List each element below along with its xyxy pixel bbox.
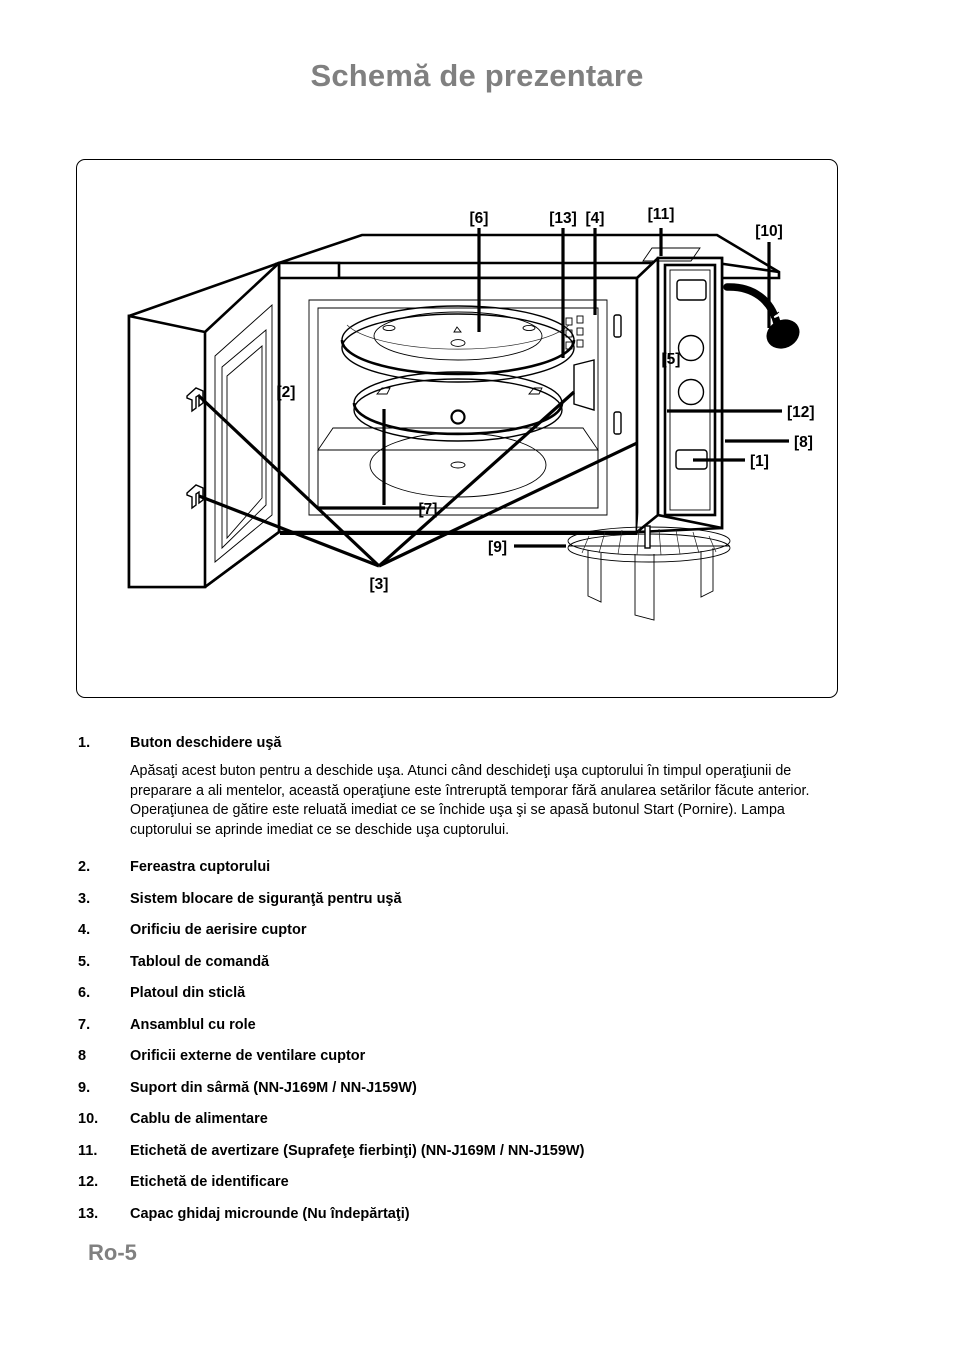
oven-front-face	[277, 261, 639, 534]
list-item: 6. Platoul din sticlă	[0, 983, 954, 1003]
list-item-label: Cablu de alimentare	[130, 1111, 268, 1127]
list-item-number: 9.	[78, 1079, 91, 1096]
callout-leader-lines	[197, 228, 789, 568]
list-item-label: Buton deschidere uşă	[130, 735, 282, 751]
power-cord	[723, 283, 800, 349]
list-item-label: Orificiu de aerisire cuptor	[130, 922, 307, 938]
cavity-vent-holes	[565, 315, 584, 350]
callout-10: [10]	[755, 223, 783, 240]
callout-labels: [6] [13] [4] [11] [10] [2] [5] [12] [8] …	[277, 206, 815, 593]
list-item: 13. Capac ghidaj microunde (Nu îndepărta…	[0, 1204, 954, 1224]
list-item: 1. Buton deschidere uşă Apăsaţi acest bu…	[0, 733, 954, 840]
list-item-number: 12.	[78, 1174, 99, 1190]
list-item-number: 1.	[78, 735, 91, 751]
list-item-number: 5.	[78, 953, 91, 970]
list-item-body: Apăsaţi acest buton pentru a deschide uş…	[130, 763, 810, 838]
list-item: 5. Tabloul de comandă	[0, 952, 954, 972]
list-item-label: Capac ghidaj microunde (Nu îndepărtaţi)	[130, 1205, 410, 1222]
callout-5: [5]	[662, 351, 681, 368]
callout-11: [11]	[648, 206, 675, 223]
callout-13: [13]	[549, 210, 577, 227]
callout-7: [7]	[419, 501, 438, 518]
glass-tray	[340, 305, 576, 383]
list-item: 7. Ansamblul cu role	[0, 1015, 954, 1035]
diagram-frame: .hl { fill:none; stroke:#000; stroke-wid…	[76, 159, 838, 698]
list-item-label: Orificii externe de ventilare cuptor	[130, 1048, 366, 1064]
door-safety-latch-hooks	[186, 387, 204, 510]
callout-2: [2]	[277, 384, 296, 401]
door-latch-slots	[613, 314, 622, 435]
list-item-label: Etichetă de identificare	[130, 1174, 289, 1190]
oven-door	[127, 261, 281, 589]
list-item-number: 6.	[78, 985, 91, 1001]
list-item-label: Sistem blocare de siguranţă pentru uşă	[130, 890, 402, 907]
list-item: 10. Cablu de alimentare	[0, 1109, 954, 1129]
callout-1: [1]	[750, 453, 769, 470]
callout-6: [6]	[470, 210, 489, 227]
page-title: Schemă de prezentare	[310, 58, 644, 93]
callout-12: [12]	[787, 404, 815, 421]
list-item-number: 13.	[78, 1205, 99, 1222]
list-item-number: 3.	[78, 890, 91, 907]
control-panel	[635, 256, 724, 534]
list-item-label: Platoul din sticlă	[130, 985, 246, 1001]
list-item: 3. Sistem blocare de siguranţă pentru uş…	[0, 889, 954, 909]
list-item-number: 4.	[78, 922, 91, 938]
list-item: 12. Etichetă de identificare	[0, 1172, 954, 1192]
list-item: 4. Orificiu de aerisire cuptor	[0, 920, 954, 940]
list-item: 11. Etichetă de avertizare (Suprafeţe fi…	[0, 1141, 954, 1161]
list-item-number: 11.	[78, 1142, 98, 1159]
callout-4: [4]	[586, 210, 605, 227]
list-item-label: Fereastra cuptorului	[130, 859, 271, 875]
list-item-label: Etichetă de avertizare (Suprafeţe fierbi…	[130, 1142, 585, 1159]
page-footer: Ro-5	[88, 1240, 137, 1265]
list-item-label: Suport din sârmă (NN-J169M / NN-J159W)	[130, 1079, 417, 1096]
list-item-label: Ansamblul cu role	[130, 1016, 256, 1033]
wire-rack	[567, 525, 731, 621]
callout-9: [9]	[488, 539, 507, 556]
list-item-label: Tabloul de comandă	[130, 953, 270, 970]
list-item: 9. Suport din sârmă (NN-J169M / NN-J159W…	[0, 1078, 954, 1098]
warning-label	[642, 247, 701, 262]
callout-3: [3]	[370, 576, 389, 593]
oven-cavity	[308, 299, 608, 516]
list-item-number: 10.	[78, 1111, 99, 1127]
parts-list: 1. Buton deschidere uşă Apăsaţi acest bu…	[0, 733, 954, 1235]
list-item: 2. Fereastra cuptorului	[0, 857, 954, 877]
list-item-number: 8	[78, 1048, 87, 1064]
list-item-number: 7.	[78, 1016, 91, 1033]
callout-8: [8]	[794, 434, 813, 451]
list-item-number: 2.	[78, 859, 91, 875]
microwave-oven-overview-diagram: .hl { fill:none; stroke:#000; stroke-wid…	[127, 206, 815, 621]
list-item: 8 Orificii externe de ventilare cuptor	[0, 1046, 954, 1066]
waveguide-cover	[573, 359, 595, 411]
